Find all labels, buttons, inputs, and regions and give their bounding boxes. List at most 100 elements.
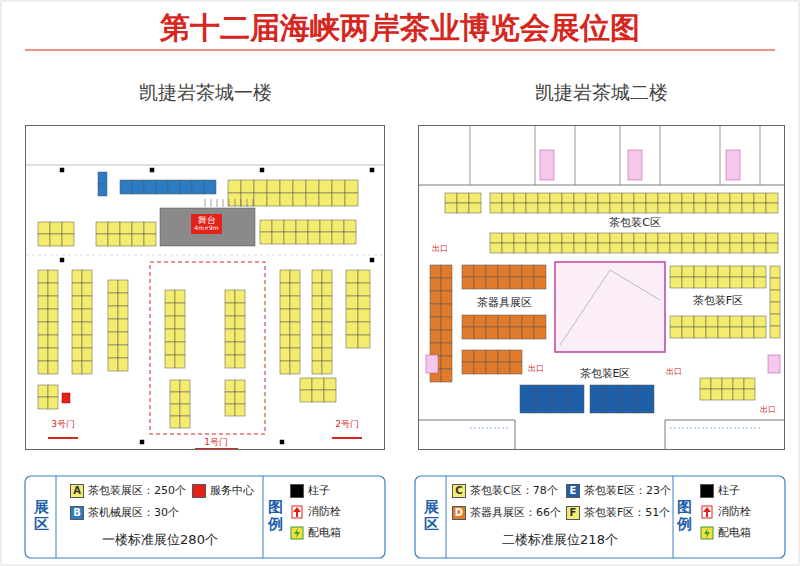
atrium-line xyxy=(560,270,660,345)
booth xyxy=(562,193,574,203)
booth xyxy=(272,220,284,232)
wall-line xyxy=(26,165,384,166)
atrium xyxy=(555,262,665,352)
plan-label: 茶器具展区 xyxy=(475,295,534,310)
title: 第十二届海峡两岸茶业博览会展位图 xyxy=(0,8,800,49)
booth xyxy=(552,385,568,413)
booth xyxy=(82,296,92,309)
dimension-line xyxy=(670,428,760,429)
booth xyxy=(235,404,245,416)
booth xyxy=(730,327,742,338)
plan-label: 出口 xyxy=(430,243,450,254)
legend-text: 茶包装C区：78个 xyxy=(470,484,558,498)
booth xyxy=(754,233,766,243)
booth xyxy=(469,193,481,203)
booth xyxy=(742,266,754,277)
stair xyxy=(426,355,438,373)
booth xyxy=(72,322,82,335)
booth xyxy=(502,243,514,253)
booth xyxy=(267,180,280,193)
power-box-icon xyxy=(291,527,303,539)
booth xyxy=(180,416,190,428)
booth xyxy=(358,283,370,296)
booth xyxy=(72,348,82,361)
booth xyxy=(280,193,293,206)
booth xyxy=(441,265,452,278)
booth xyxy=(235,290,245,303)
wall-line xyxy=(419,185,784,186)
stair-line xyxy=(205,199,206,207)
booth xyxy=(96,234,108,246)
booth xyxy=(108,332,118,345)
booth xyxy=(118,319,128,332)
booth xyxy=(82,309,92,322)
swatch-letter: C xyxy=(452,484,466,498)
booth xyxy=(225,392,235,404)
booth xyxy=(108,358,118,371)
booth xyxy=(38,322,48,335)
dashed-zone xyxy=(150,262,265,434)
booth xyxy=(312,322,322,335)
booth xyxy=(526,233,538,243)
booth xyxy=(118,280,128,293)
booth xyxy=(430,265,441,278)
booth xyxy=(622,233,634,243)
booth xyxy=(486,277,498,289)
booth xyxy=(498,327,510,339)
booth xyxy=(144,180,156,194)
booth xyxy=(706,233,718,243)
power-box-icon xyxy=(701,527,713,539)
booth xyxy=(332,193,345,206)
booth xyxy=(62,234,74,246)
booth xyxy=(522,315,534,327)
booth xyxy=(280,348,290,361)
legend-swatch xyxy=(192,484,206,498)
booth xyxy=(670,233,682,243)
booth xyxy=(670,316,682,327)
booth xyxy=(82,348,92,361)
booth xyxy=(742,193,754,203)
booth xyxy=(332,180,345,193)
booth xyxy=(344,220,356,232)
power-box-icon xyxy=(294,528,300,538)
stair xyxy=(726,150,740,180)
booth xyxy=(346,309,358,322)
booth xyxy=(254,193,267,206)
booth xyxy=(538,243,550,253)
booth xyxy=(742,203,754,213)
booth xyxy=(457,193,469,203)
booth xyxy=(441,278,452,291)
swatch-letter: F xyxy=(566,506,580,520)
booth xyxy=(754,327,766,338)
booth xyxy=(562,243,574,253)
booth xyxy=(108,293,118,306)
booth xyxy=(62,222,74,234)
booth xyxy=(118,345,128,358)
booth xyxy=(718,277,730,288)
booth xyxy=(358,296,370,309)
booth xyxy=(322,283,332,296)
booth xyxy=(430,330,441,343)
booth xyxy=(225,303,235,316)
plan-label: 出口 xyxy=(526,363,546,374)
hydrant-icon xyxy=(702,506,712,518)
booth xyxy=(502,203,514,213)
booth xyxy=(742,316,754,327)
booth xyxy=(118,306,128,319)
booth xyxy=(108,345,118,358)
booth xyxy=(267,193,280,206)
wall-line xyxy=(620,126,621,185)
booth xyxy=(550,193,562,203)
booth xyxy=(322,309,332,322)
booth xyxy=(598,233,610,243)
booth xyxy=(108,306,118,319)
wall-line xyxy=(419,420,515,449)
power-box-icon xyxy=(704,528,710,538)
booth xyxy=(510,277,522,289)
booth xyxy=(682,266,694,277)
booth xyxy=(670,266,682,277)
booth xyxy=(514,193,526,203)
wall-line xyxy=(535,126,536,185)
booth xyxy=(300,378,312,390)
